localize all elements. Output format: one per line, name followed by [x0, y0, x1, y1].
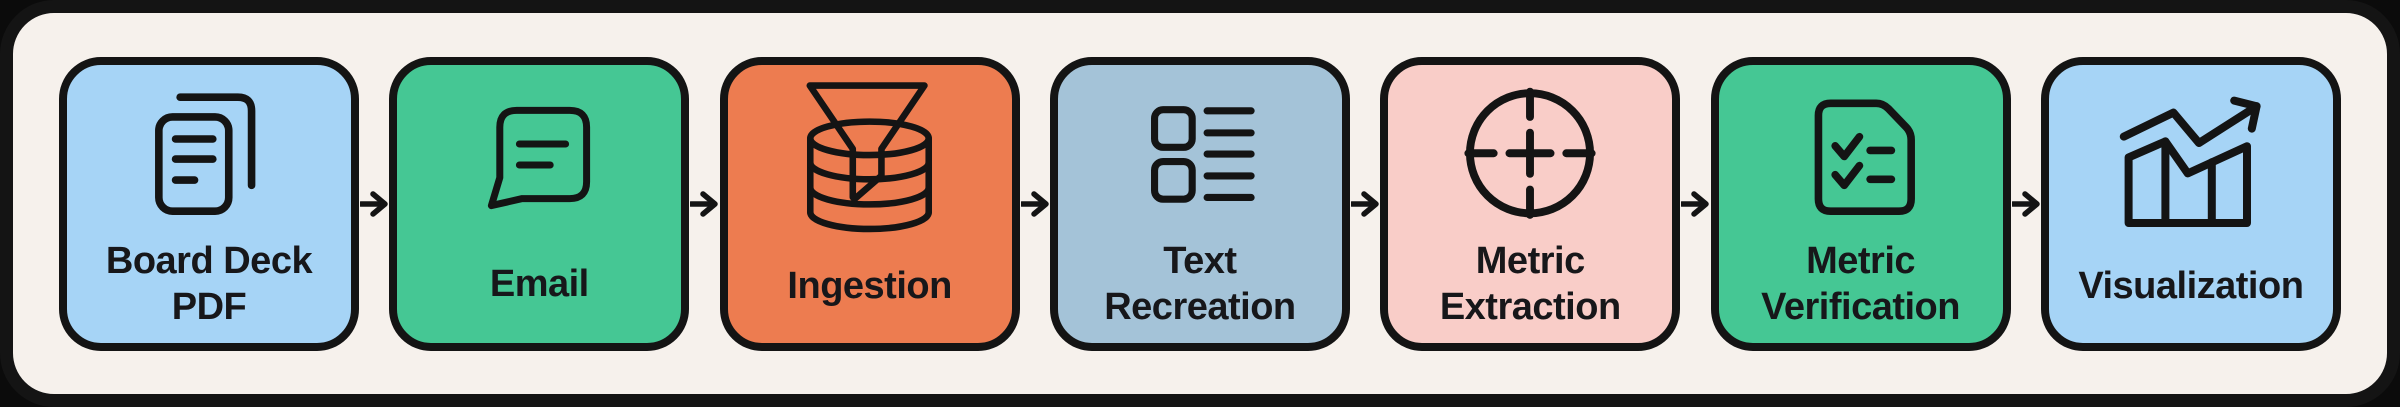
flow-arrow-icon — [1351, 186, 1379, 222]
flow-arrow-icon — [1020, 186, 1049, 222]
step-visualization: Visualization — [2040, 56, 2341, 351]
step-label: Metric Verification — [1761, 239, 1960, 328]
step-label: Board Deck PDF — [105, 239, 313, 328]
step-ingestion: Ingestion — [719, 56, 1020, 351]
step-label: Ingestion — [787, 264, 952, 307]
funnel-database-icon — [738, 79, 1002, 239]
step-text-recreation: Text Recreation — [1049, 56, 1350, 351]
step-metric-extraction: Metric Extraction — [1380, 56, 1681, 351]
step-board-deck-pdf: Board Deck PDF — [59, 56, 359, 351]
flow-arrow-icon — [690, 186, 719, 222]
checklist-document-icon — [1729, 79, 1993, 237]
chat-bubble-icon — [407, 79, 671, 237]
step-label: Email — [489, 262, 589, 305]
crosshair-target-icon — [1398, 79, 1662, 237]
step-metric-verification: Metric Verification — [1710, 56, 2011, 351]
flow-arrow-icon — [360, 186, 388, 222]
document-pages-icon — [77, 79, 341, 237]
flow-arrow-icon — [2011, 186, 2040, 222]
step-email: Email — [389, 56, 690, 351]
step-label: Text Recreation — [1104, 239, 1296, 328]
flow-arrow-icon — [1681, 186, 1710, 222]
step-label: Metric Extraction — [1439, 239, 1621, 328]
blocks-list-icon — [1068, 79, 1332, 237]
step-label: Visualization — [2078, 264, 2304, 307]
trend-chart-icon — [2059, 79, 2323, 239]
